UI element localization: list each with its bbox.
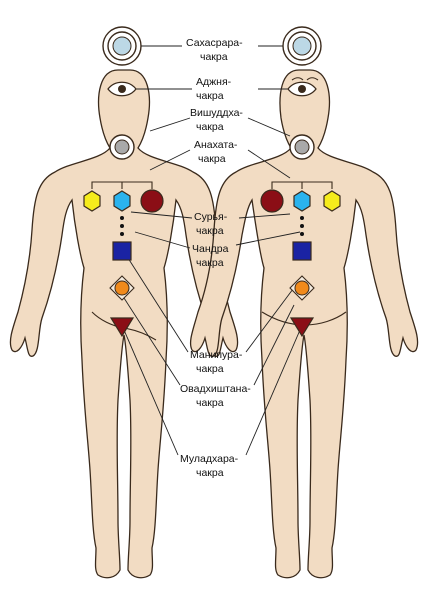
ajna-chakra-right: [287, 81, 317, 97]
label-manipura-line2: чакра: [196, 363, 224, 375]
label-sahasrara-line2: чакра: [200, 51, 228, 63]
anahata-group-left: [83, 181, 164, 213]
chandra-chakra-left: [112, 241, 132, 261]
line-vishuddha-right: [247, 117, 291, 137]
connector-lines: [123, 45, 301, 456]
line-svadhisthana-left: [123, 297, 181, 386]
vishuddha-chakra-right: [289, 134, 315, 160]
labels: Сахасрара- чакра Аджня- чакра Вишуддха- …: [180, 37, 251, 479]
line-vishuddha-left: [149, 117, 191, 132]
line-surya-right: [238, 213, 291, 219]
line-chandra-right: [235, 231, 301, 246]
line-muladhara-left: [123, 329, 179, 456]
muladhara-chakra-right: [289, 317, 315, 338]
chandra-chakra-right: [292, 241, 312, 261]
label-muladhara-line2: чакра: [196, 467, 224, 479]
chandra-red-chakra-right: [260, 189, 284, 213]
surya-chakra-left: [140, 189, 164, 213]
left-chakras: [83, 26, 164, 338]
manipura-chakra-right: [289, 275, 315, 301]
vishuddha-chakra-left: [109, 134, 135, 160]
label-anahata-line2: чакра: [198, 153, 226, 165]
label-vishuddha-line1: Вишуддха-: [190, 107, 243, 119]
chakra-dots-left: [120, 216, 124, 236]
label-ajna-line1: Аджня-: [196, 76, 232, 88]
anahata-group-right: [260, 181, 341, 213]
label-sahasrara-line1: Сахасрара-: [186, 37, 243, 49]
line-chandra-left: [134, 231, 191, 249]
line-anahata-right: [247, 149, 291, 179]
line-anahata-left: [149, 149, 191, 171]
label-svadhisthana-line1: Овадхиштана-: [180, 383, 251, 395]
label-surya-line1: Сурья-: [194, 211, 228, 223]
ajna-chakra-left: [107, 81, 137, 97]
sahasrara-chakra-left: [102, 26, 142, 66]
anahata-center-chakra: [113, 190, 131, 212]
label-manipura-line1: Манипура-: [190, 349, 243, 361]
muladhara-chakra-left: [109, 317, 135, 338]
label-chandra-line2: чакра: [196, 257, 224, 269]
label-chandra-line1: Чандра: [192, 243, 229, 255]
line-manipura-left: [127, 257, 189, 353]
anahata-side-chakra: [83, 190, 101, 212]
label-svadhisthana-line2: чакра: [196, 397, 224, 409]
chakra-dots-right: [300, 216, 304, 236]
right-chakras: [260, 26, 341, 338]
label-vishuddha-line2: чакра: [196, 121, 224, 133]
label-surya-line2: чакра: [196, 225, 224, 237]
line-muladhara-right: [245, 329, 301, 456]
line-manipura-right: [245, 284, 297, 353]
line-svadhisthana-right: [253, 304, 295, 386]
right-eyebrows: [291, 77, 319, 81]
label-muladhara-line1: Муладхара-: [180, 453, 239, 465]
sahasrara-chakra-right: [282, 26, 322, 66]
label-anahata-line1: Анахата-: [194, 139, 238, 151]
manipura-chakra-left: [109, 275, 135, 301]
line-surya-left: [130, 211, 193, 219]
label-ajna-line2: чакра: [196, 90, 224, 102]
